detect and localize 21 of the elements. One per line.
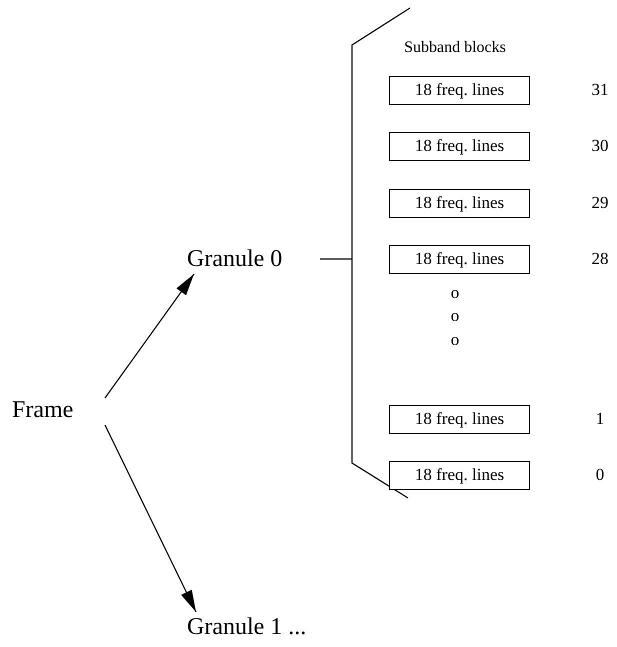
subband-index: 30 [590, 136, 610, 156]
ellipsis-dot: o [450, 284, 460, 301]
subband-block: 18 freq. lines [389, 76, 530, 104]
node-label: Frame [12, 395, 105, 425]
subband-block: 18 freq. lines [389, 244, 530, 274]
subband-index: 31 [590, 80, 610, 100]
subband-block: 18 freq. lines [389, 460, 530, 490]
arrow [104, 424, 197, 612]
subband-index: 28 [590, 248, 610, 269]
subband-block: 18 freq. lines [389, 188, 530, 218]
subband-index: 1 [594, 408, 606, 429]
subband-index: 0 [594, 464, 606, 485]
arrow [104, 274, 194, 398]
node-label: Granule 0 [180, 244, 320, 274]
ellipsis-dot: o [450, 331, 460, 348]
subband-index: 29 [590, 192, 610, 213]
group-heading: Subband blocks [403, 38, 507, 58]
ellipsis-dot: o [450, 307, 460, 324]
node-label: Granule 1 ... [180, 612, 340, 642]
subband-block: 18 freq. lines [389, 132, 530, 160]
subband-block: 18 freq. lines [389, 404, 530, 434]
